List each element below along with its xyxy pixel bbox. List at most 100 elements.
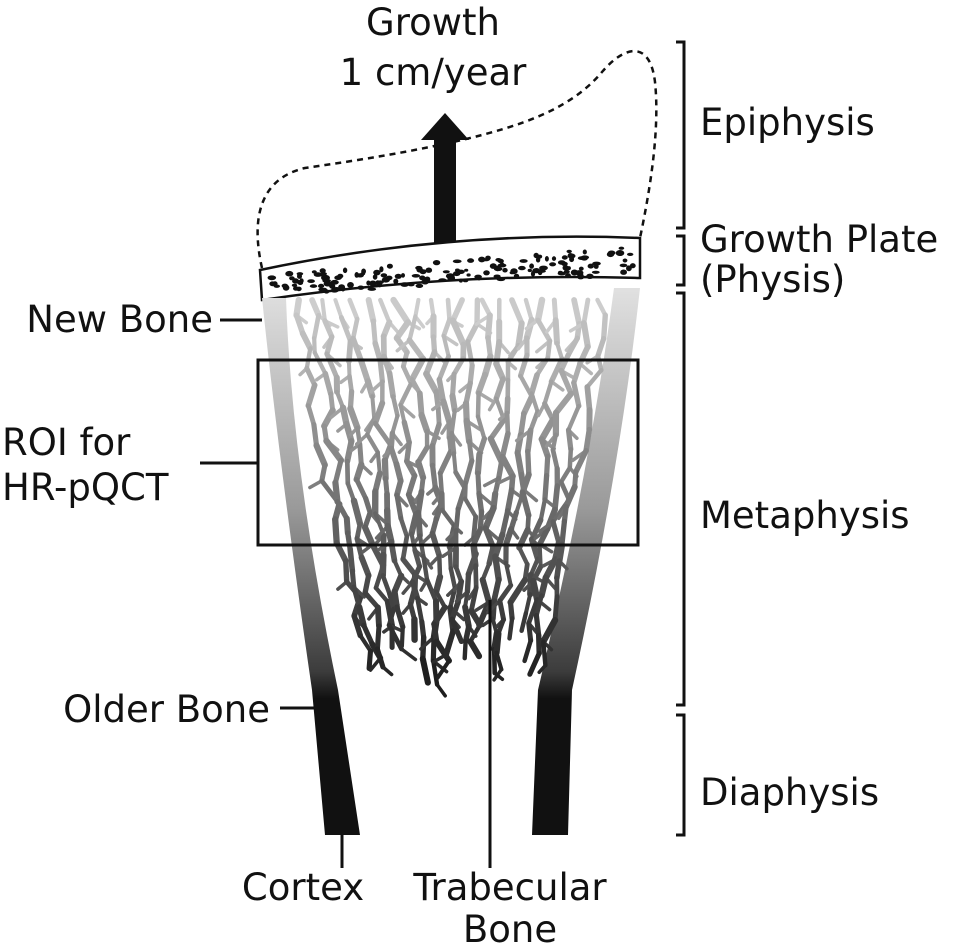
chondrocyte-dot [318,273,326,276]
trabecula-strut [393,397,397,416]
chondrocyte-dot [620,270,627,275]
chondrocyte-dot [324,281,332,286]
trabecula-strut [315,353,326,374]
trabecula-strut [440,473,442,493]
trabecula-strut [410,340,424,359]
chondrocyte-dot [558,271,563,274]
chondrocyte-dot [386,276,393,281]
chondrocyte-dot [623,259,628,263]
trabecula-strut [453,374,455,396]
chondrocyte-dot [343,268,347,274]
trabecula-strut [555,597,557,621]
label-older-bone: Older Bone [63,688,270,731]
chondrocyte-dot [627,253,633,256]
trabecula-strut [440,452,450,473]
trabecula-strut [554,300,555,320]
trabecula-strut [532,375,537,393]
chondrocyte-dot [498,259,504,263]
trabecula-strut [407,442,409,461]
chondrocyte-dot [310,284,317,288]
label-metaphysis: Metaphysis [700,494,910,537]
trabecula-strut [465,607,469,626]
chondrocyte-dot [594,264,599,269]
trabecula-strut [369,651,370,669]
trabecula-strut [448,300,450,320]
bracket-diaphysis [676,715,684,835]
label-new-bone: New Bone [26,298,213,341]
chondrocyte-dot [292,280,301,284]
chondrocyte-dot [355,272,359,278]
trabecula-strut [470,365,472,383]
chondrocyte-dot [567,266,571,270]
label-growth-plate: Growth Plate [700,218,938,261]
chondrocyte-dot [545,256,549,262]
trabecula-strut [409,495,417,514]
trabecula-strut [562,521,565,545]
trabecula-strut [500,585,511,601]
label-epiphysis: Epiphysis [700,101,875,144]
trabecula-strut [375,403,382,423]
chondrocyte-dot [457,270,465,274]
bracket-epiphysis [676,42,684,228]
label-physis: (Physis) [700,258,845,301]
chondrocyte-dot [528,269,532,272]
chondrocyte-dot [400,282,408,287]
chondrocyte-dot [321,288,327,292]
trabecula-strut [531,412,538,431]
trabecula-branch [383,667,392,675]
trabecula-strut [466,461,472,483]
chondrocyte-dot [510,271,516,274]
chondrocyte-dot [368,288,377,291]
label-roi-line2: HR-pQCT [2,466,169,509]
chondrocyte-dot [494,267,503,271]
trabecula-strut [335,483,337,502]
trabecula-strut [369,300,374,321]
chondrocyte-dot [338,284,345,289]
trabecula-strut [347,461,348,483]
chondrocyte-dot [552,256,556,261]
trabecula-strut [375,423,390,445]
chondrocyte-dot [377,280,384,284]
trabecula-strut [410,316,416,340]
chondrocyte-dot [588,264,594,269]
trabecula-strut [432,424,439,446]
label-diaphysis: Diaphysis [700,771,879,814]
trabecula-strut [538,300,542,320]
trabecula-strut [488,315,490,337]
trabecula-strut [335,519,337,543]
chondrocyte-dot [518,266,526,270]
chondrocyte-dot [592,271,600,274]
trabecula-strut [483,580,489,602]
trabecula-strut [553,522,559,543]
trabecula-strut [412,359,423,380]
trabecula-strut [397,607,403,627]
chondrocyte-dot [361,269,366,275]
trabecula-strut [478,454,480,473]
trabecula-strut [569,430,571,449]
title-growth: Growth [366,1,500,44]
trabecula-strut [521,355,528,376]
trabecula-strut [303,334,311,349]
chondrocyte-dot [269,281,275,286]
trabecula-strut [453,396,455,410]
trabecula-strut [378,452,380,473]
chondrocyte-dot [531,271,535,277]
trabecula-strut [508,490,512,511]
trabecula-strut [574,300,579,324]
trabecula-branch [402,649,416,660]
trabecula-strut [547,456,548,476]
trabecula-strut [530,653,539,674]
trabecula-strut [561,468,570,482]
chondrocyte-dot [416,284,424,288]
trabecula-strut [322,465,325,481]
trabecula-strut [307,348,311,368]
trabecula-strut [522,613,526,631]
trabecula-strut [412,514,417,533]
growth-plate-band [260,237,640,300]
trabecula-strut [540,544,541,566]
trabecula-strut [312,300,319,315]
trabecula-strut [497,634,499,653]
trabecula-strut [529,623,531,640]
chondrocyte-dot [483,270,490,275]
trabecula-strut [380,300,389,322]
